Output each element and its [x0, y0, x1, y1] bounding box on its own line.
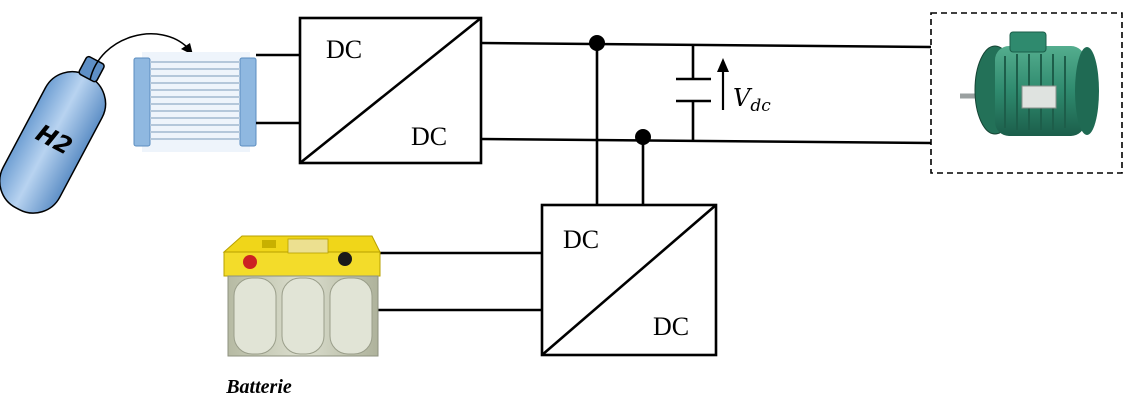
junction-dot-lower: [635, 129, 651, 145]
dc-link-capacitor: [676, 45, 711, 141]
dc-dc-converter-battery: DC DC: [540, 203, 718, 357]
battery-icon: [222, 235, 381, 357]
converter2-input-label: DC: [563, 225, 599, 254]
junction-dot-upper: [589, 35, 605, 51]
wiring: [256, 41, 932, 312]
fuel-cell-icon: [133, 52, 257, 152]
dc-dc-converter-fuel-cell: DC DC: [298, 16, 483, 165]
voltage-arrow-icon: [717, 58, 729, 110]
electric-motor-icon: [930, 12, 1123, 174]
converter1-output-label: DC: [411, 122, 447, 151]
converter1-input-label: DC: [326, 35, 362, 64]
dc-link-voltage-label: Vdc: [733, 84, 771, 116]
battery-caption: Batterie: [225, 376, 292, 398]
converter2-output-label: DC: [653, 312, 689, 341]
hydrogen-tank-icon: H2: [0, 55, 107, 214]
